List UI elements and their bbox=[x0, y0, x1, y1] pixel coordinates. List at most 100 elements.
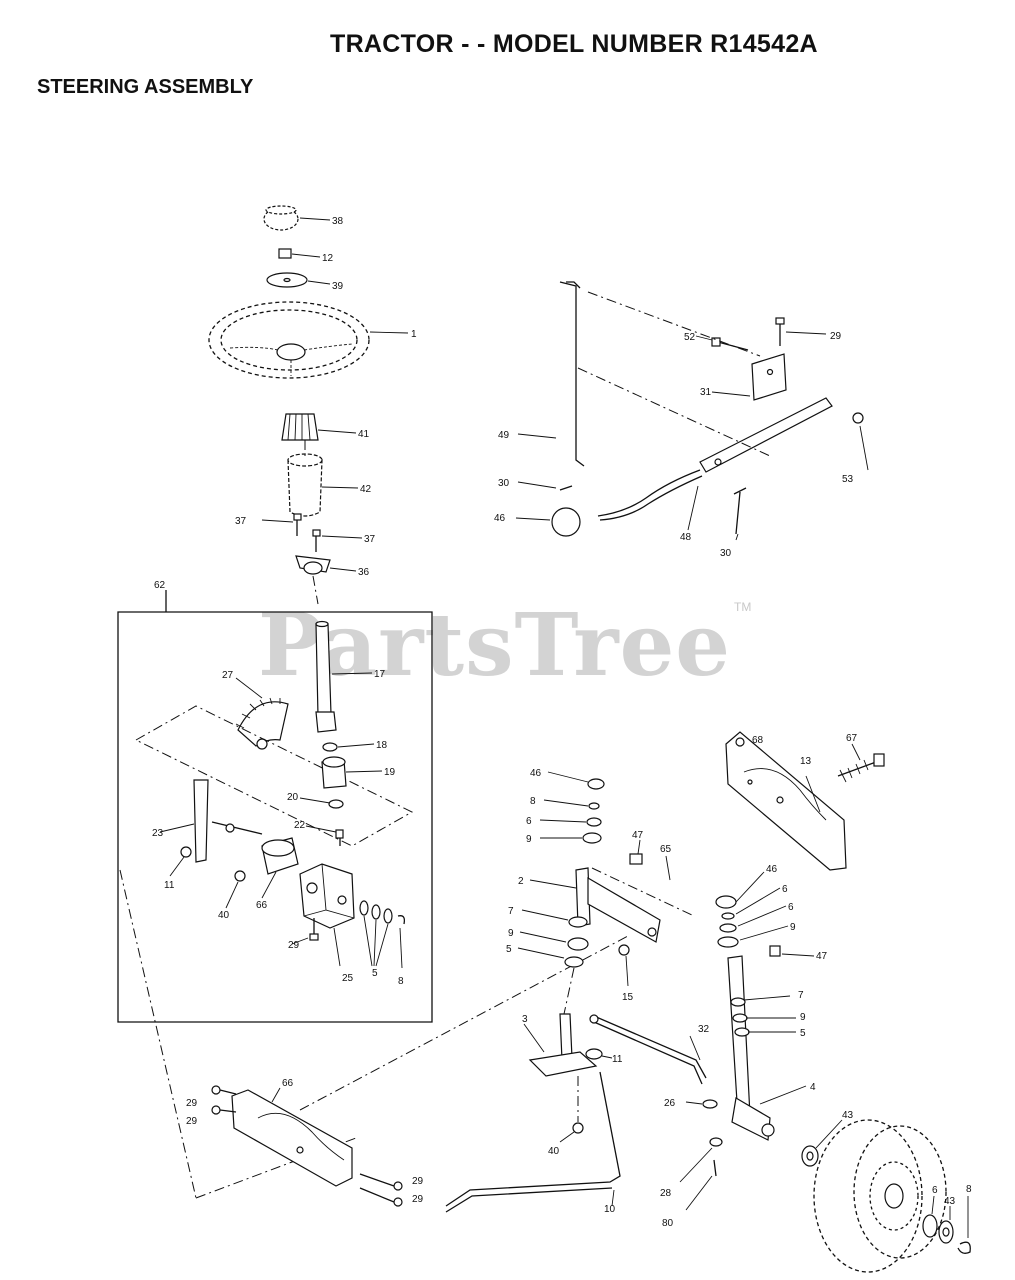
part-steering-wheel[interactable] bbox=[208, 301, 370, 379]
part-screw-37-right[interactable] bbox=[312, 529, 321, 552]
front-wheel-assembly bbox=[801, 1119, 971, 1273]
part-screw-37-left[interactable] bbox=[293, 513, 302, 536]
callout-65: 65 bbox=[660, 844, 672, 855]
part-bolt-29-right-a[interactable] bbox=[359, 1173, 403, 1191]
part-bolt-67[interactable] bbox=[837, 753, 885, 783]
part-bracket-66-lower[interactable] bbox=[231, 1089, 353, 1187]
callout-37-right: 37 bbox=[364, 534, 376, 545]
callout-53: 53 bbox=[842, 474, 854, 485]
part-bracket-25[interactable] bbox=[299, 863, 355, 929]
part-nut-53[interactable] bbox=[852, 412, 864, 424]
callout-5-right: 5 bbox=[800, 1028, 806, 1039]
part-washer-7-right[interactable] bbox=[730, 997, 746, 1007]
callout-37-left: 37 bbox=[235, 516, 247, 527]
part-cap-46-right[interactable] bbox=[715, 895, 737, 909]
part-pin-30-left[interactable] bbox=[559, 485, 573, 491]
part-washer-5-left[interactable] bbox=[564, 956, 584, 968]
part-bearing-9-right-lower[interactable] bbox=[732, 1013, 748, 1023]
callout-23: 23 bbox=[152, 828, 164, 839]
frame-bracket-right bbox=[725, 731, 885, 871]
part-washer-6-left[interactable] bbox=[586, 817, 602, 827]
part-bolt-52[interactable] bbox=[711, 337, 749, 351]
callout-47-right: 47 bbox=[816, 951, 828, 962]
callout-80: 80 bbox=[662, 1218, 674, 1229]
part-bracket-13[interactable] bbox=[725, 731, 847, 871]
part-bushing-36[interactable] bbox=[295, 555, 331, 575]
part-steering-shaft-17[interactable] bbox=[315, 620, 337, 733]
part-bolt-22[interactable] bbox=[335, 829, 344, 846]
callout-32: 32 bbox=[698, 1024, 710, 1035]
part-spindle-2[interactable] bbox=[575, 867, 661, 943]
part-pin-8-left[interactable] bbox=[588, 802, 600, 810]
part-washer-20[interactable] bbox=[328, 799, 344, 809]
part-bolt-29-left-a[interactable] bbox=[211, 1085, 237, 1095]
callout-41: 41 bbox=[358, 429, 370, 440]
part-bushing-66-upper[interactable] bbox=[261, 837, 299, 875]
part-adapter-41[interactable] bbox=[281, 413, 319, 441]
callout-11-upper: 11 bbox=[164, 880, 175, 891]
part-pivot-3[interactable] bbox=[528, 1013, 598, 1077]
part-drag-rod-10[interactable] bbox=[445, 1071, 621, 1213]
part-steering-cap[interactable] bbox=[263, 205, 299, 231]
part-bolt-29-left-b[interactable] bbox=[211, 1105, 237, 1115]
part-fitting-47-right[interactable] bbox=[769, 945, 781, 957]
part-steering-arm-23[interactable] bbox=[193, 779, 263, 863]
part-washer-7-left[interactable] bbox=[568, 916, 588, 928]
callout-66-upper: 66 bbox=[256, 900, 268, 911]
part-pin-30-right[interactable] bbox=[733, 487, 747, 535]
callout-39: 39 bbox=[332, 281, 344, 292]
part-bolt-29-top[interactable] bbox=[775, 317, 785, 346]
part-washer-6-wheel[interactable] bbox=[922, 1214, 938, 1238]
part-washer-28[interactable] bbox=[709, 1137, 723, 1147]
part-nut-40-lower[interactable] bbox=[572, 1122, 584, 1134]
part-bolt-29-right-b[interactable] bbox=[359, 1187, 403, 1207]
part-sleeve-42[interactable] bbox=[287, 453, 323, 517]
part-washers-5-box[interactable] bbox=[359, 900, 393, 924]
part-cap-46-left[interactable] bbox=[587, 778, 605, 790]
part-fitting-47-left[interactable] bbox=[629, 853, 643, 865]
part-bolt-68[interactable] bbox=[735, 737, 745, 747]
part-bearing-9-left-lower[interactable] bbox=[567, 937, 589, 951]
part-wheel[interactable] bbox=[813, 1119, 947, 1273]
part-washer-43-outer[interactable] bbox=[938, 1220, 954, 1244]
part-handle-48[interactable] bbox=[597, 397, 833, 521]
part-nut-11-upper[interactable] bbox=[180, 846, 192, 858]
part-clip-8-box[interactable] bbox=[397, 915, 406, 925]
callout-49: 49 bbox=[498, 430, 510, 441]
callout-62: 62 bbox=[154, 580, 166, 591]
callout-66-lower: 66 bbox=[282, 1078, 294, 1089]
part-bearing-9-left[interactable] bbox=[582, 832, 602, 844]
callout-6-left: 6 bbox=[526, 816, 532, 827]
callout-9-right-lower: 9 bbox=[800, 1012, 806, 1023]
callout-9-left: 9 bbox=[526, 834, 532, 845]
part-washer-18[interactable] bbox=[322, 742, 338, 752]
part-nut-40-upper[interactable] bbox=[234, 870, 246, 882]
part-clip-8-wheel[interactable] bbox=[957, 1241, 971, 1254]
part-handle-rod-49[interactable] bbox=[559, 281, 585, 467]
part-nut-26[interactable] bbox=[702, 1099, 718, 1109]
steering-column-parts bbox=[208, 205, 409, 605]
part-bolt-29-box[interactable] bbox=[309, 918, 319, 941]
callout-19: 19 bbox=[384, 767, 396, 778]
part-pinion-19[interactable] bbox=[321, 756, 347, 789]
part-sector-gear-27[interactable] bbox=[235, 697, 289, 750]
part-bracket-31[interactable] bbox=[751, 353, 787, 401]
part-pin-80[interactable] bbox=[713, 1159, 717, 1177]
part-nut-15[interactable] bbox=[618, 944, 630, 956]
callout-52: 52 bbox=[684, 332, 696, 343]
part-washer-43-inner[interactable] bbox=[801, 1145, 819, 1167]
part-spindle-4[interactable] bbox=[727, 955, 775, 1141]
part-drag-link-32[interactable] bbox=[589, 1014, 707, 1085]
part-washer-39[interactable] bbox=[266, 272, 308, 288]
part-knob-46[interactable] bbox=[551, 507, 581, 537]
part-washer-6-right[interactable] bbox=[719, 923, 737, 933]
callout-47-left: 47 bbox=[632, 830, 644, 841]
part-nut-12[interactable] bbox=[278, 248, 292, 259]
callout-68: 68 bbox=[752, 735, 764, 746]
part-pin-6-right[interactable] bbox=[721, 912, 735, 920]
part-washer-5-right[interactable] bbox=[734, 1027, 750, 1037]
part-nut-11-lower[interactable] bbox=[585, 1048, 603, 1060]
callout-27: 27 bbox=[222, 670, 234, 681]
part-bearing-9-right[interactable] bbox=[717, 936, 739, 948]
